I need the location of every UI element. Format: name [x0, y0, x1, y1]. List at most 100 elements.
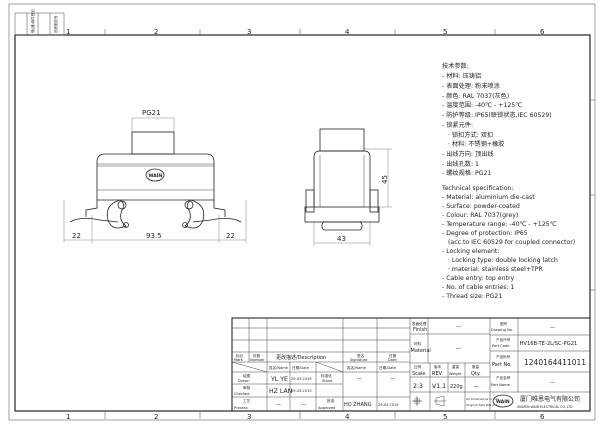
outer-border — [8, 3, 596, 421]
spec-en-item: - Material: aluminium die-cast — [442, 194, 535, 201]
spec-en-item: · material: stainless steel+TPR — [448, 266, 544, 273]
spec-cn-title: 技术参数: — [442, 62, 469, 70]
column-number: 4 — [345, 413, 350, 421]
stand-name: — — [357, 376, 362, 382]
column-number: 3 — [247, 28, 251, 36]
date-header: 日期/Date — [292, 365, 310, 370]
finish-label-cn: 表面处理 — [412, 321, 427, 326]
logo-text: WAIN — [149, 173, 163, 179]
spec-cn-item: - 出线方向: 顶出线 — [442, 150, 494, 158]
wain-logo — [145, 168, 165, 182]
company-name-cn: 厦门唯恩电气有限公司 — [520, 395, 580, 403]
part-no-label: Part No. — [492, 362, 512, 368]
spec-cn-item: - 材料: 压铸铝 — [442, 72, 481, 80]
part-name-value: — — [550, 380, 555, 386]
front-view: PG21 WAIN 22 93.5 22 — [63, 109, 247, 243]
part-name-label: Part Name — [491, 383, 511, 387]
column-number: 2 — [154, 28, 158, 36]
process-label: Process — [234, 406, 248, 410]
checked-label-cn: 审核 — [243, 385, 251, 390]
process-name: — — [276, 402, 281, 408]
finish-label: Finish — [413, 327, 427, 333]
spec-english: Technical specification: - Material: alu… — [441, 185, 575, 300]
size-note: Original Size DIN A 4 — [466, 403, 497, 407]
date-label-cn: 日期 — [389, 353, 397, 358]
corner-label: 旧底图总号 — [53, 15, 58, 33]
approved-label: Approved — [318, 406, 335, 410]
dimension-height: 45 — [381, 175, 389, 184]
spec-en-title: Technical specification: — [441, 185, 513, 192]
spec-chinese: 技术参数: - 材料: 压铸铝 - 表面处理: 粉末喷涂 - 颜色: RAL 7… — [442, 62, 552, 177]
thread-label: PG21 — [142, 109, 161, 117]
scale-label-cn: 比例 — [414, 364, 422, 369]
spec-en-item: (acc.to IEC 60529 for coupled connector) — [448, 239, 575, 246]
drawing-no-value: — — [550, 325, 555, 331]
part-no-label-cn: 产品料号 — [496, 354, 511, 359]
spec-en-item: - Temperature range: -40℃ - +125℃ — [442, 221, 557, 228]
part-no-value: 1240164411011 — [524, 358, 586, 367]
qty-label-cn: 数量 — [472, 364, 480, 369]
cable-gland — [131, 131, 175, 155]
spec-en-item: - Cable entry: top entry — [442, 275, 514, 282]
checked-label: Checked — [234, 392, 249, 396]
column-number: 5 — [443, 413, 447, 421]
column-number: 6 — [540, 28, 545, 36]
column-number: 3 — [247, 413, 251, 421]
corner-registration-box: 借(通)用件登记 旧底图总号 — [14, 9, 65, 36]
process-date: — — [301, 402, 306, 408]
date-header: 日期/Date — [379, 365, 397, 370]
part-code-label: Part Code — [492, 344, 510, 348]
spec-cn-item: · 锁扣方式: 双扣 — [448, 131, 493, 139]
dimension-width: 43 — [337, 235, 346, 243]
name-header: 姓名/Name — [269, 365, 289, 370]
latch-hook-right — [184, 199, 205, 229]
drawing-no-label-cn: 图号 — [500, 321, 508, 326]
approved-label-cn: 批准 — [327, 398, 335, 403]
scale-label: Scale — [412, 371, 425, 377]
latch-hook-left — [106, 199, 127, 229]
spec-en-item: - No. of cable entries: 1 — [442, 284, 514, 291]
dimension-center: 93.5 — [146, 232, 162, 240]
weight-value: 220g — [450, 384, 463, 390]
drawn-label: Drawn — [238, 379, 250, 383]
spec-cn-item: - 防护等级: IP65(联锁状态,IEC 60529) — [442, 111, 552, 119]
projection-symbol-icon — [412, 395, 446, 407]
column-markers: 1 2 3 4 5 6 1 2 3 4 5 6 — [66, 28, 595, 421]
spec-cn-item: - 颜色: RAL 7037(灰色) — [442, 92, 509, 100]
column-number: 5 — [443, 28, 447, 36]
mark-label-cn: 标记 — [236, 353, 244, 358]
stand-date: — — [390, 376, 395, 382]
material-value: — — [456, 346, 461, 352]
drawn-date: 29.03.2019 — [291, 377, 312, 381]
company-logo: WAIN — [492, 394, 514, 408]
rev-label: REV. — [432, 371, 443, 377]
column-number: 1 — [66, 28, 70, 36]
column-number: 4 — [345, 28, 350, 36]
side-latch-left — [305, 189, 315, 213]
spec-cn-item: - 表面处理: 粉末喷涂 — [442, 82, 500, 90]
stand-label: Stand — [322, 379, 332, 383]
column-number: 6 — [540, 413, 545, 421]
column-number: 2 — [154, 413, 158, 421]
rev-label-cn: 版本 — [434, 364, 442, 369]
spec-en-item: - Thread size: PG21 — [442, 293, 502, 300]
qty-label: Qty. — [471, 371, 481, 377]
spec-cn-item: - 螺纹规格: PG21 — [442, 169, 491, 177]
scale-value: 2:3 — [413, 383, 423, 390]
column-number: 1 — [66, 413, 70, 421]
signature-label: Signature — [350, 358, 368, 362]
spec-cn-item: - 温度范围: -40℃ - +125℃ — [442, 101, 522, 109]
spec-en-item: - Degree of protection: IP65 — [442, 230, 528, 237]
rev-value: V1.1 — [432, 383, 446, 390]
drawn-label-cn: 绘图 — [243, 373, 251, 378]
number-label: Number — [250, 358, 265, 362]
spec-cn-item: - 锁紧元件: — [442, 121, 473, 129]
corner-label: 借(通)用件登记 — [30, 9, 35, 33]
side-hood-body — [313, 150, 371, 207]
material-label: Material — [411, 348, 431, 354]
drawing-no-label: Drawing No. — [491, 328, 513, 332]
date-label: Date — [388, 358, 397, 362]
material-label-cn: 材料 — [414, 341, 422, 346]
dimension-right: 22 — [226, 232, 235, 240]
